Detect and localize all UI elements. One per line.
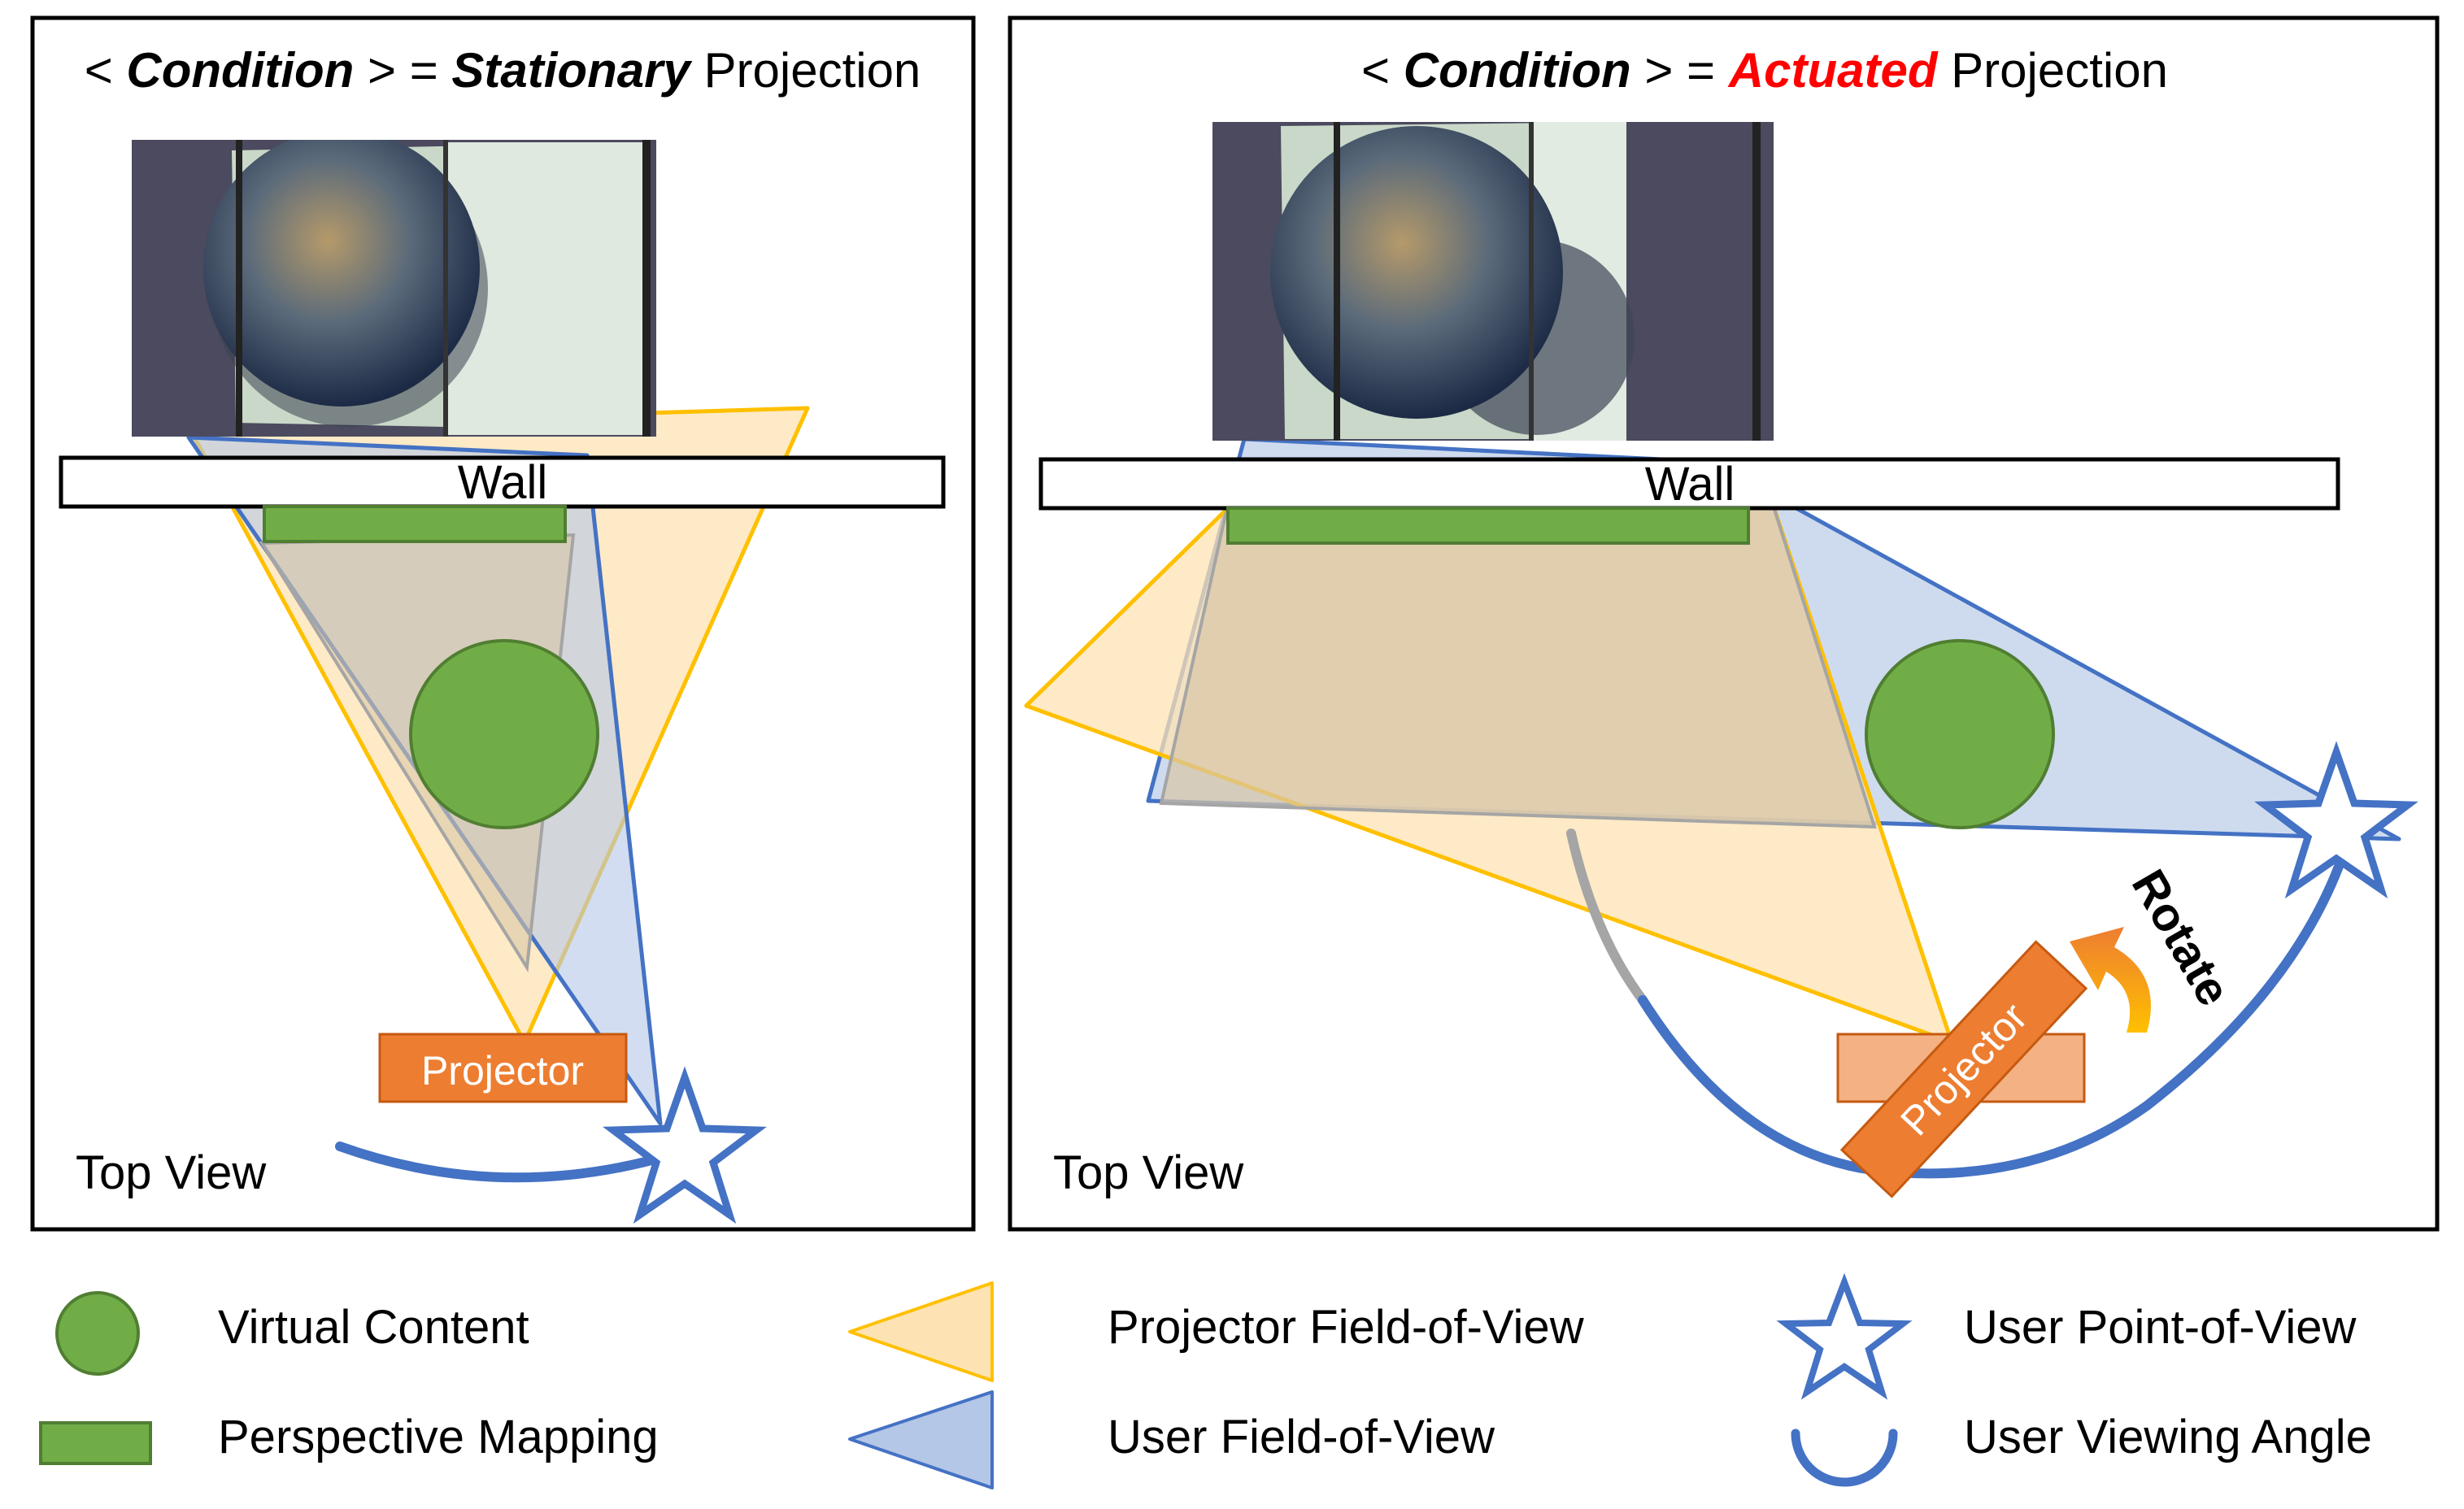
left-panel-title: < Condition > = Stationary Projection: [85, 43, 921, 98]
right-fov-overlap: [1159, 502, 1877, 829]
left-wall-label: Wall: [458, 456, 548, 509]
right-viewing-angle-arc-inactive: [1566, 828, 1648, 1005]
legend-user-pov-icon: [1776, 1272, 1913, 1400]
legend-virtual-content-label: Virtual Content: [218, 1301, 529, 1354]
left-view-label: Top View: [76, 1146, 267, 1199]
right-viewing-angle-arc: [1638, 853, 2347, 1179]
legend-user-viewing-angle-icon: [1791, 1429, 1898, 1487]
right-perspective-mapping: [1226, 507, 1750, 545]
left-projector-label: Projector: [421, 1048, 584, 1094]
rotate-arrow-icon: [2070, 927, 2151, 1033]
legend-user-viewing-angle-label: User Viewing Angle: [1964, 1411, 2372, 1463]
legend-perspective-mapping-label: Perspective Mapping: [218, 1411, 659, 1463]
right-projector-body: [1839, 940, 2088, 1198]
legend-perspective-mapping-icon: [39, 1421, 152, 1465]
legend-virtual-content-icon: [55, 1291, 140, 1376]
left-user-pov-star: [603, 1066, 767, 1224]
right-wall-label: Wall: [1645, 458, 1735, 511]
right-view-label: Top View: [1053, 1146, 1244, 1199]
left-perspective-mapping: [263, 505, 567, 543]
left-viewing-angle-arc: [335, 1142, 672, 1183]
left-panel: < Condition > = Stationary Projection Wa…: [30, 15, 976, 1232]
legend-projector-fov-icon: [848, 1281, 994, 1382]
legend-projector-fov-label: Projector Field-of-View: [1108, 1301, 1585, 1354]
right-panel: < Condition > = Actuated Projection Wall: [1008, 15, 2440, 1232]
right-virtual-content: [1865, 639, 2055, 829]
legend-user-pov-label: User Point-of-View: [1964, 1301, 2357, 1354]
right-photo-inset: [1212, 122, 1774, 441]
legend-user-fov-label: User Field-of-View: [1108, 1411, 1495, 1463]
left-photo-inset: [132, 140, 656, 437]
left-projector: [378, 1033, 628, 1103]
right-user-pov-star: [2254, 741, 2418, 899]
left-virtual-content: [409, 639, 599, 829]
legend-user-fov-icon: [848, 1390, 994, 1489]
right-panel-title: < Condition > = Actuated Projection: [1361, 43, 2168, 98]
legend: Virtual Content Perspective Mapping Proj…: [39, 1272, 2372, 1489]
